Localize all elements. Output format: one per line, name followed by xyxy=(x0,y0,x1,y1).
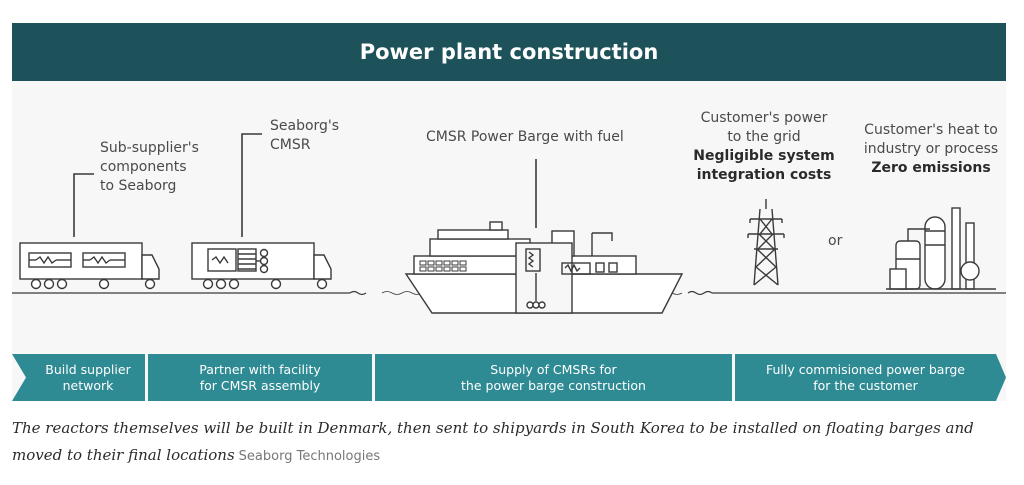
grid-benefit-label: Negligible system xyxy=(693,148,835,164)
heat-label: Customer's heat to industry or process Z… xyxy=(856,121,1006,178)
leader-lines xyxy=(73,133,537,237)
truck-2-icon xyxy=(191,242,332,290)
power-pylon-icon xyxy=(747,199,785,286)
figure-caption: The reactors themselves will be built in… xyxy=(12,415,1012,470)
truck-1-icon xyxy=(19,242,160,290)
heat-benefit-label: Zero emissions xyxy=(871,160,991,176)
title-banner: Power plant construction xyxy=(12,23,1006,81)
barge-label: CMSR Power Barge with fuel xyxy=(426,129,624,145)
or-label: or xyxy=(828,233,843,249)
caption-text: The reactors themselves will be built in… xyxy=(12,419,974,464)
seaborg-cmsr-label: Seaborg's CMSR xyxy=(270,118,340,153)
diagram-illustration xyxy=(12,133,1006,401)
diagram-figure: Power plant construction xyxy=(12,23,1006,401)
stage-bar xyxy=(12,354,1006,401)
diagram-title: Power plant construction xyxy=(359,40,659,64)
industrial-plant-icon xyxy=(886,207,996,290)
grid-label: Customer's power to the grid Negligible … xyxy=(684,109,844,185)
power-barge-icon xyxy=(404,221,684,314)
sub-supplier-label: Sub-supplier's components to Seaborg xyxy=(100,140,199,194)
caption-credit: Seaborg Technologies xyxy=(238,449,381,464)
